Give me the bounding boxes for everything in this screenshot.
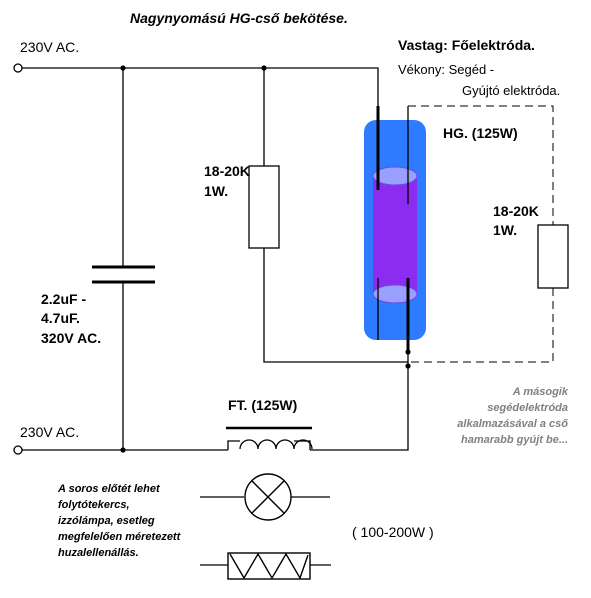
inductor-label: FT. (125W) bbox=[228, 397, 297, 413]
note-right-line-4: hamarabb gyújt be... bbox=[461, 434, 568, 446]
bottom-terminal-circle bbox=[13, 445, 23, 455]
top-supply-terminal: 230V AC. bbox=[13, 39, 79, 73]
left-resistor-body bbox=[248, 165, 280, 249]
inductor-to-lamp-wire bbox=[310, 342, 409, 451]
capacitor-label-3: 320V AC. bbox=[41, 330, 101, 346]
note-left-line-2: folytótekercs, bbox=[58, 499, 130, 511]
capacitor-label-1: 2.2uF - bbox=[41, 291, 86, 307]
bottom-terminal-label: 230V AC. bbox=[20, 424, 79, 440]
right-resistor-rating: 1W. bbox=[493, 222, 517, 238]
junction-dot bbox=[405, 363, 411, 369]
wire-resistor-zigzag bbox=[229, 552, 309, 580]
hg-lamp-tube: HG. (125W) bbox=[364, 106, 518, 354]
power-range-label: ( 100-200W ) bbox=[352, 524, 434, 540]
note-left-line-5: huzalellenállás. bbox=[58, 547, 139, 559]
lower-electrode-disk bbox=[372, 284, 418, 304]
left-resistor-value: 18-20K bbox=[204, 163, 250, 179]
legend-thin-label-2: Gyújtó elektróda. bbox=[462, 83, 560, 98]
capacitor-label-2: 4.7uF. bbox=[41, 310, 80, 326]
note-left-line-3: izzólámpa, esetleg bbox=[58, 515, 155, 527]
inductor-lead-right bbox=[294, 440, 311, 450]
wiring bbox=[22, 65, 411, 453]
note-right-line-3: alkalmazásával a cső bbox=[457, 418, 568, 430]
top-terminal-circle bbox=[13, 63, 23, 73]
ballast-options-note: A soros előtét lehet folytótekercs, izzó… bbox=[57, 483, 182, 559]
left-resistor: 18-20K 1W. bbox=[204, 163, 280, 249]
aux-circuit-dashed-bottom bbox=[408, 288, 554, 363]
top-rail-wire bbox=[22, 67, 379, 108]
right-resistor-body bbox=[537, 224, 569, 289]
alt-ballast-bulb bbox=[200, 473, 330, 521]
alt-ballast-wire-resistor bbox=[200, 552, 331, 580]
junction-dot bbox=[120, 65, 126, 71]
inductor-coil bbox=[239, 439, 313, 450]
legend-thin-label-1: Vékony: Segéd - bbox=[398, 62, 494, 77]
capacitor: 2.2uF - 4.7uF. 320V AC. bbox=[41, 248, 155, 346]
note-right-line-2: segédelektróda bbox=[487, 402, 568, 414]
aux-circuit-dashed-top bbox=[408, 105, 554, 225]
note-right-line-1: A másogik bbox=[512, 386, 569, 398]
note-left-line-4: megfelelően méretezett bbox=[58, 531, 182, 543]
left-resistor-rating: 1W. bbox=[204, 183, 228, 199]
optional-aux-circuit: 18-20K 1W. bbox=[408, 105, 569, 363]
tube-inner-arc bbox=[373, 176, 417, 294]
ballast-inductor: FT. (125W) bbox=[226, 397, 313, 450]
inductor-lead-left bbox=[227, 440, 240, 450]
note-left-line-1: A soros előtét lehet bbox=[57, 483, 161, 495]
lamp-label: HG. (125W) bbox=[443, 125, 518, 141]
top-terminal-label: 230V AC. bbox=[20, 39, 79, 55]
diagram-title: Nagynyomású HG-cső bekötése. bbox=[130, 10, 348, 26]
bulb-filament-cross bbox=[251, 480, 285, 514]
legend-thick-label: Vastag: Főelektróda. bbox=[398, 37, 535, 53]
junction-dot bbox=[120, 447, 126, 453]
right-resistor-value: 18-20K bbox=[493, 203, 539, 219]
upper-electrode-disk bbox=[372, 166, 418, 186]
aux-electrode-note: A másogik segédelektróda alkalmazásával … bbox=[457, 386, 569, 446]
left-resistor-bottom-wire bbox=[263, 248, 408, 363]
junction-dot bbox=[261, 65, 267, 71]
